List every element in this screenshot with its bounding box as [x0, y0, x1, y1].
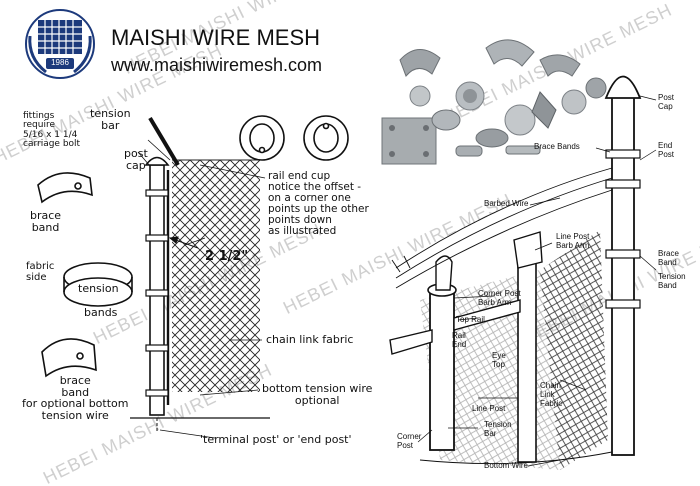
fabric-panel — [172, 159, 260, 392]
label-brace-band-bottom: brace band for optional bottom tension w… — [22, 374, 129, 422]
tension-band-part — [63, 262, 133, 307]
label-r-line-post-barb-arm: Line Post Barb Arm — [556, 232, 590, 250]
wires-right — [391, 167, 613, 465]
company-name: MAISHI WIRE MESH — [111, 25, 321, 50]
leader-lines-left — [137, 139, 266, 439]
top-rail — [389, 299, 521, 355]
label-r-end-post: End Post — [658, 141, 675, 159]
label-post-cap: post cap — [124, 147, 148, 172]
line-post — [513, 231, 543, 463]
company-logo — [25, 9, 95, 79]
label-r-tension-band: Tension Band — [658, 272, 686, 290]
label-r-bottom-wire: Bottom Wire — [484, 461, 529, 470]
logo-year: 1986 — [51, 58, 69, 67]
brace-band-part — [37, 172, 93, 204]
label-bottom-tension-wire: bottom tension wire optional — [262, 382, 373, 407]
end-post — [604, 75, 642, 456]
rail-end-cup-part — [239, 115, 349, 161]
label-r-brace-bands: Brace Bands — [534, 142, 580, 151]
label-r-tension-bar: Tension Bar — [484, 420, 512, 438]
label-bands: bands — [84, 306, 118, 319]
label-chain-link-fabric: chain link fabric — [266, 333, 354, 346]
terminal-post — [130, 156, 270, 432]
dimension-arrow — [168, 236, 199, 249]
label-r-line-post: Line Post — [472, 404, 506, 413]
company-website[interactable]: www.maishiwiremesh.com — [111, 55, 323, 75]
fittings-photo — [381, 39, 607, 165]
label-fabric-side: fabric side — [26, 261, 55, 283]
label-r-post-cap: Post Cap — [658, 93, 675, 111]
label-r-top-rail: Top Rail — [456, 315, 485, 324]
leader-lines-right — [417, 95, 657, 467]
label-r-eye-top: Eye Top — [492, 351, 506, 369]
label-r-brace-band: Brace Band — [658, 249, 679, 267]
label-r-corner-post-barb-arm: Corner Post Barb Arm — [478, 289, 521, 307]
label-fittings: fittings require 5/16 x 1 1/4 carriage b… — [23, 111, 81, 150]
label-r-corner-post: Corner Post — [397, 432, 422, 450]
label-rail-end-cup: rail end cup notice the offset - on a co… — [268, 170, 369, 238]
label-r-barbed-wire: Barbed Wire — [484, 199, 529, 208]
label-tension: tension — [78, 282, 119, 295]
label-terminal-post: 'terminal post' or 'end post' — [200, 433, 352, 446]
label-tension-bar: tension bar — [90, 107, 131, 132]
label-r-chain-link-fabric: Chain Link Fabric — [540, 381, 563, 408]
tension-bar-part — [148, 116, 180, 167]
corner-post — [427, 255, 457, 451]
label-brace-band: brace band — [30, 209, 62, 234]
label-r-rail-end: Rail End — [452, 331, 467, 349]
bottom-brace-band-part — [41, 338, 97, 378]
label-dimension: 2 1/2" — [205, 249, 249, 264]
